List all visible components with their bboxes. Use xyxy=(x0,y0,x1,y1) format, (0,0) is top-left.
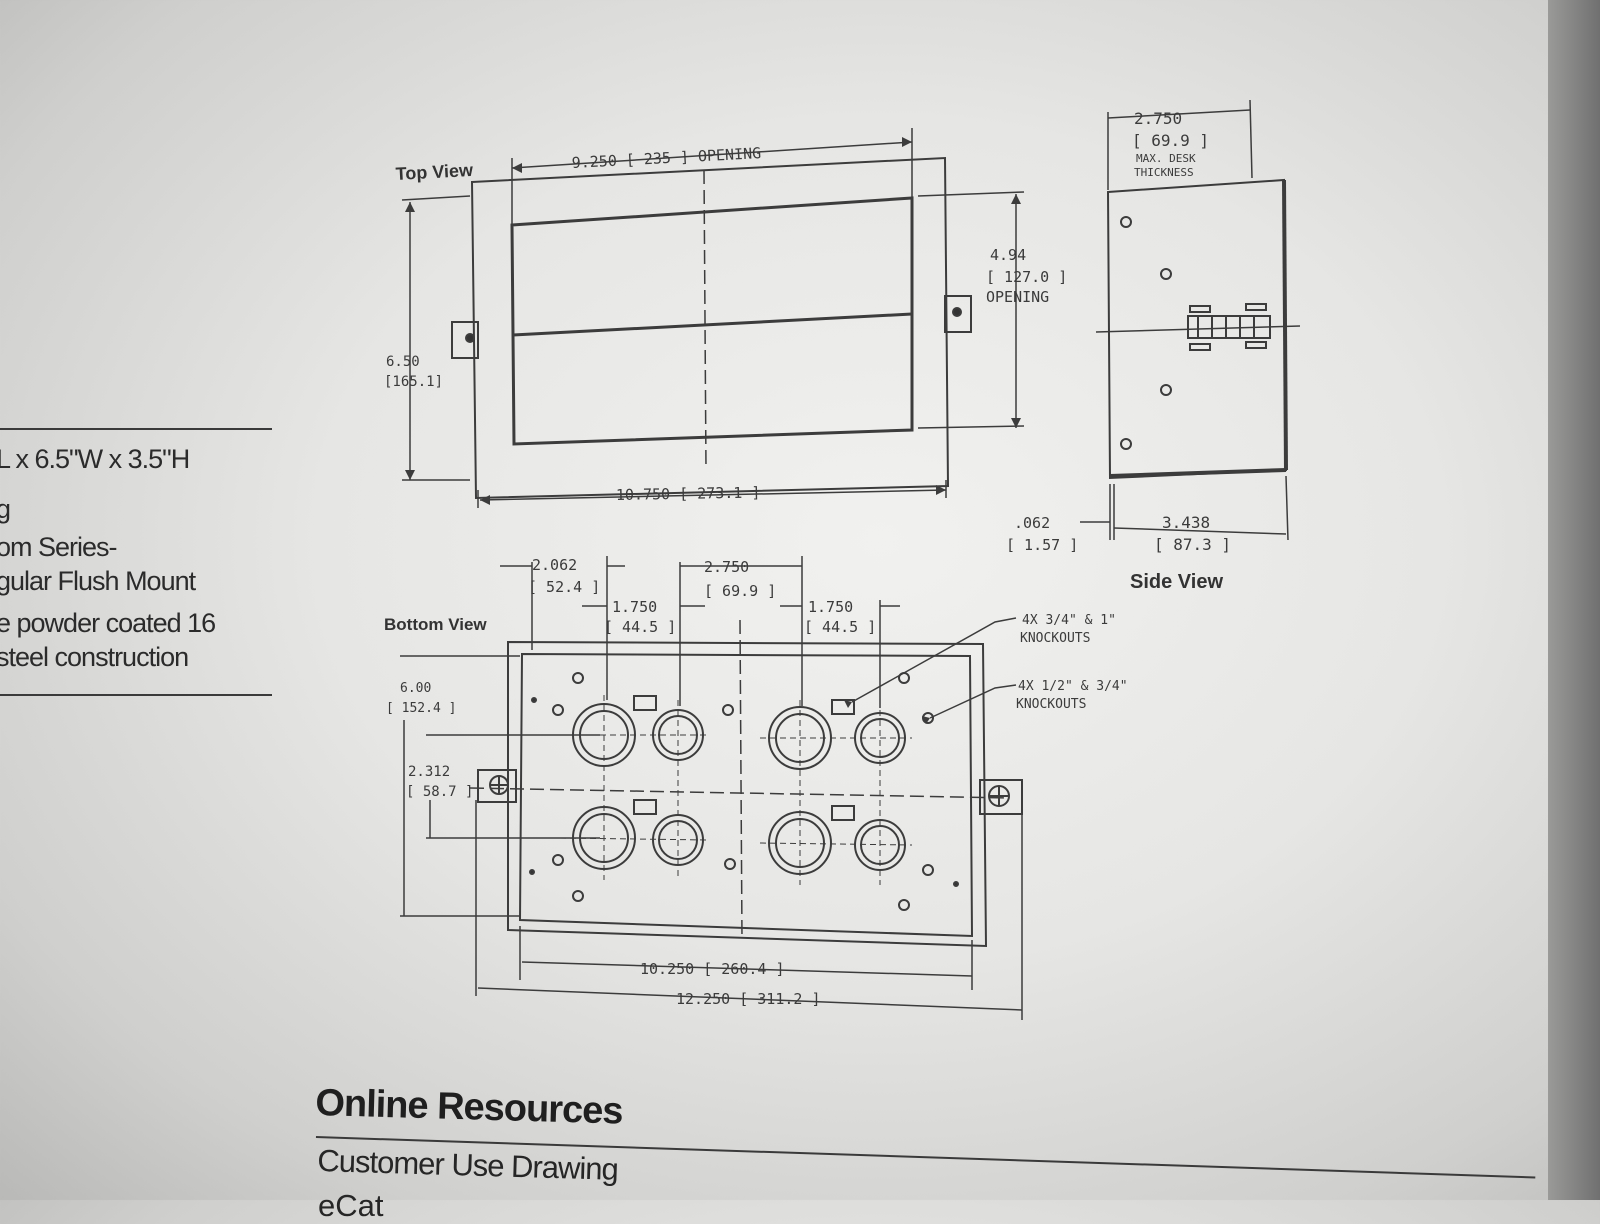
online-resources-heading: Online Resources xyxy=(314,1082,624,1133)
top-view-flange xyxy=(470,156,950,500)
side-view xyxy=(1080,99,1301,541)
bottom-view-tab-in: 2.312 xyxy=(408,764,450,780)
bottom-view-dim-c-mm: [ 69.9 ] xyxy=(704,582,776,600)
bottom-view-dim-b-mm: [ 44.5 ] xyxy=(604,618,676,636)
bottom-view-height-in: 6.00 xyxy=(400,681,431,696)
bottom-view-dim-d-in: 1.750 xyxy=(808,598,853,616)
bottom-view-height-mm: [ 152.4 ] xyxy=(386,701,456,716)
side-view-desk-note-2: THICKNESS xyxy=(1134,166,1194,179)
callout-small-knockouts-size: 4X 1/2" & 3/4" xyxy=(1018,679,1128,694)
bottom-view-dim-a-in: 2.062 xyxy=(532,556,577,574)
top-view-opening-height-in: 4.94 xyxy=(990,246,1026,264)
top-view-opening-height-note: OPENING xyxy=(986,288,1049,306)
spec-series: om Series- xyxy=(0,532,118,562)
side-view-desk-in: 2.750 xyxy=(1134,109,1182,128)
bottom-view-dim-d-mm: [ 44.5 ] xyxy=(804,618,876,636)
bottom-view-overall-width: 12.250 [ 311.2 ] xyxy=(676,990,821,1008)
side-view-depth-in: 3.438 xyxy=(1162,513,1210,532)
bottom-view-dim-b-in: 1.750 xyxy=(612,598,657,616)
top-view-opening-height-mm: [ 127.0 ] xyxy=(986,268,1067,286)
top-view xyxy=(401,128,1025,508)
spec-divider-bottom xyxy=(0,694,272,696)
bottom-view-flange xyxy=(507,640,988,948)
ecat-link[interactable]: eCat xyxy=(318,1188,384,1223)
side-view-label: Side View xyxy=(1130,571,1223,593)
bottom-view-left-tab xyxy=(477,769,517,803)
bottom-view-inner-width: 10.250 [ 260.4 ] xyxy=(640,960,785,978)
bottom-view-dim-c-in: 2.750 xyxy=(704,558,749,576)
knockout-small xyxy=(652,709,906,871)
bottom-view-dim-a-mm: [ 52.4 ] xyxy=(528,578,600,596)
side-view-depth-mm: [ 87.3 ] xyxy=(1154,535,1231,554)
side-view-desk-mm: [ 69.9 ] xyxy=(1132,131,1209,150)
top-view-left-tab xyxy=(451,321,479,359)
spec-line-2: g xyxy=(0,494,11,524)
side-view-flange-mm: [ 1.57 ] xyxy=(1006,536,1078,554)
bottom-view-label: Bottom View xyxy=(384,615,487,634)
top-view-height-mm: [165.1] xyxy=(384,374,443,390)
callout-large-knockouts-size: 4X 3/4" & 1" xyxy=(1022,613,1116,628)
bottom-view xyxy=(400,556,1023,1020)
top-view-right-tab xyxy=(944,295,972,333)
callout-large-knockouts-label: KNOCKOUTS xyxy=(1020,631,1090,646)
spec-dimensions: L x 6.5"W x 3.5"H xyxy=(0,444,190,474)
top-view-opening xyxy=(510,196,914,446)
top-view-overall-width: 10.750 [ 273.1 ] xyxy=(616,483,761,504)
spec-divider-top xyxy=(0,428,272,430)
spec-coating: e powder coated 16 xyxy=(0,608,216,638)
spec-mount: gular Flush Mount xyxy=(0,566,196,596)
bottom-view-panel xyxy=(518,652,974,938)
top-view-height-in: 6.50 xyxy=(386,354,420,370)
page-edge-shadow xyxy=(1548,0,1600,1200)
side-view-desk-note-1: MAX. DESK xyxy=(1136,152,1196,165)
side-view-flange-in: .062 xyxy=(1014,514,1050,532)
spec-construction: steel construction xyxy=(0,642,189,672)
top-view-label: Top View xyxy=(395,160,474,184)
callout-small-knockouts-label: KNOCKOUTS xyxy=(1016,697,1086,712)
bottom-view-tab-mm: [ 58.7 ] xyxy=(406,784,473,800)
